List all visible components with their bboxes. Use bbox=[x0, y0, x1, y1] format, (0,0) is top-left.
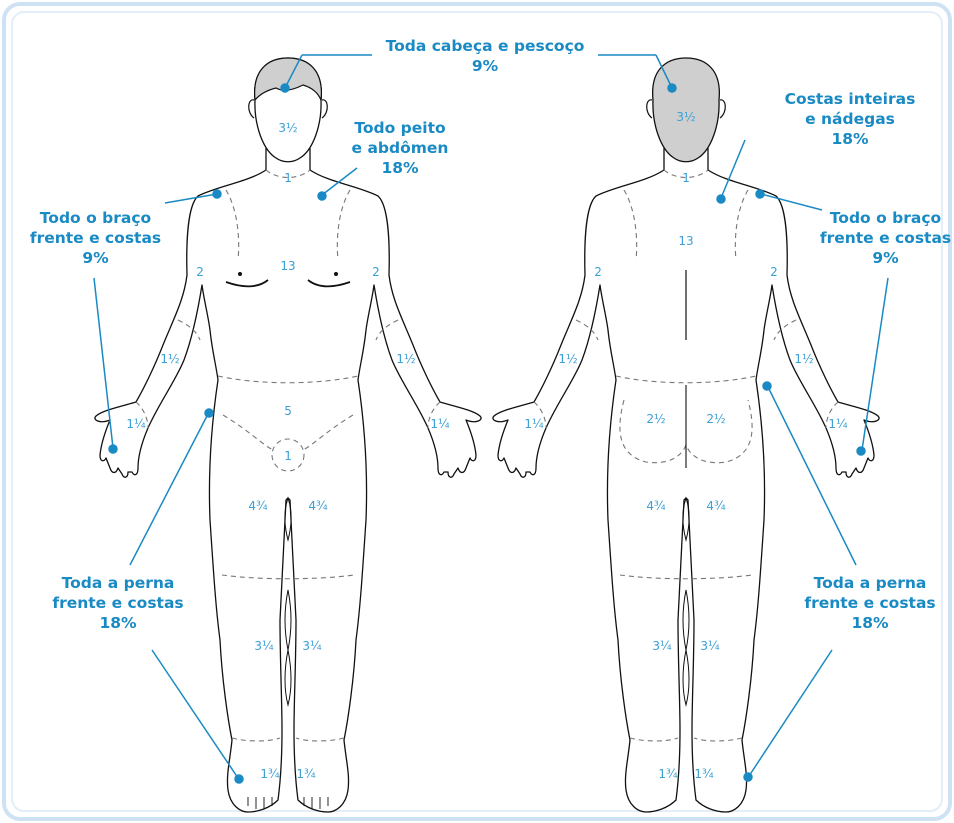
back-neck-value: 1 bbox=[682, 171, 690, 185]
back-shin-right-value: 3¼ bbox=[700, 639, 720, 653]
label-chest: Todo peito e abdômen 18% bbox=[330, 118, 470, 178]
back-upper-arm-left-value: 2 bbox=[594, 265, 602, 279]
back-buttock-right-value: 2½ bbox=[706, 412, 725, 426]
back-trunk-value: 13 bbox=[678, 234, 693, 248]
back-shin-left-value: 3¼ bbox=[652, 639, 672, 653]
front-shin-right-value: 3¼ bbox=[302, 639, 322, 653]
back-head-value: 3½ bbox=[676, 110, 695, 124]
front-head-value: 3½ bbox=[278, 121, 297, 135]
front-neck-value: 1 bbox=[284, 171, 292, 185]
front-foot-right-value: 1¾ bbox=[296, 767, 316, 781]
label-leg-right: Toda a perna frente e costas 18% bbox=[790, 573, 950, 633]
label-arm-right: Todo o braço frente e costas 9% bbox=[808, 208, 954, 268]
back-forearm-left-value: 1½ bbox=[558, 352, 577, 366]
label-arm-left: Todo o braço frente e costas 9% bbox=[18, 208, 173, 268]
front-forearm-right-value: 1½ bbox=[396, 352, 415, 366]
front-thigh-right-value: 4¾ bbox=[308, 499, 328, 513]
label-leg-left: Toda a perna frente e costas 18% bbox=[38, 573, 198, 633]
front-hand-left-value: 1¼ bbox=[126, 417, 146, 431]
back-foot-right-value: 1¾ bbox=[694, 767, 714, 781]
front-trunk-value: 13 bbox=[280, 259, 295, 273]
front-upper-arm-right-value: 2 bbox=[372, 265, 380, 279]
back-upper-arm-right-value: 2 bbox=[770, 265, 778, 279]
back-forearm-right-value: 1½ bbox=[794, 352, 813, 366]
front-genital-value: 1 bbox=[284, 449, 292, 463]
front-hand-right-value: 1¼ bbox=[430, 417, 450, 431]
front-upper-arm-left-value: 2 bbox=[196, 265, 204, 279]
front-shin-left-value: 3¼ bbox=[254, 639, 274, 653]
back-foot-left-value: 1¾ bbox=[658, 767, 678, 781]
front-foot-left-value: 1¾ bbox=[260, 767, 280, 781]
label-head: Toda cabeça e pescoço 9% bbox=[370, 36, 600, 76]
front-thigh-left-value: 4¾ bbox=[248, 499, 268, 513]
back-hand-right-value: 1¼ bbox=[828, 417, 848, 431]
back-buttock-left-value: 2½ bbox=[646, 412, 665, 426]
back-thigh-left-value: 4¾ bbox=[646, 499, 666, 513]
back-thigh-right-value: 4¾ bbox=[706, 499, 726, 513]
label-back: Costas inteiras e nádegas 18% bbox=[770, 89, 930, 149]
back-hand-left-value: 1¼ bbox=[524, 417, 544, 431]
front-pelvis-value: 5 bbox=[284, 404, 292, 418]
front-forearm-left-value: 1½ bbox=[160, 352, 179, 366]
